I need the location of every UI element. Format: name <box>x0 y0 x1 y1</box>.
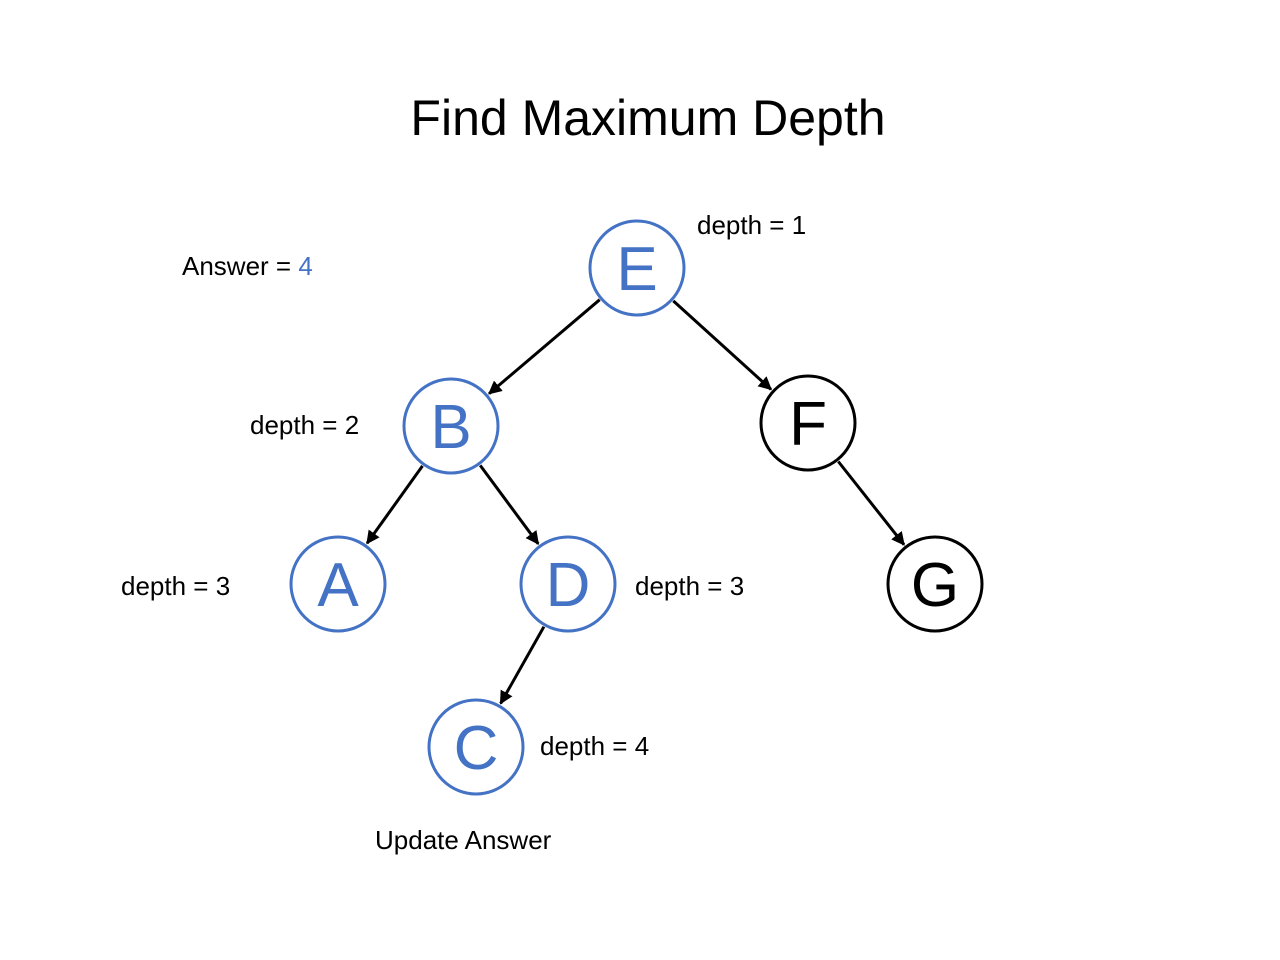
node-label: G <box>911 551 959 620</box>
node-label: E <box>616 235 657 304</box>
depth-label-c: depth = 4 <box>540 731 650 761</box>
depth-label-d: depth = 3 <box>635 571 745 601</box>
answer-label: Answer = 4 <box>182 251 313 281</box>
node-circle <box>519 535 617 633</box>
node-e: E <box>588 219 686 317</box>
node-d: D <box>519 535 617 633</box>
node-circle <box>886 535 984 633</box>
edge-d-c <box>499 625 546 705</box>
node-b: B <box>402 377 500 475</box>
node-circle <box>427 698 525 796</box>
nodes: E B F A D G C <box>289 219 984 796</box>
node-label: C <box>454 714 499 783</box>
node-circle <box>289 535 387 633</box>
edges <box>365 298 906 705</box>
node-c: C <box>427 698 525 796</box>
node-g: G <box>886 535 984 633</box>
depth-label-e: depth = 1 <box>697 210 807 240</box>
edge-f-g <box>837 460 906 546</box>
edge-e-b <box>488 298 601 395</box>
page-title: Find Maximum Depth <box>410 90 886 146</box>
answer-label-text: Answer = <box>182 251 299 281</box>
node-a: A <box>289 535 387 633</box>
node-label: B <box>430 393 471 462</box>
edge-e-f <box>672 299 773 391</box>
node-label: D <box>546 551 591 620</box>
edge-b-d <box>478 464 540 545</box>
update-answer-note: Update Answer <box>375 825 552 855</box>
edge-b-a <box>365 465 424 545</box>
node-circle <box>588 219 686 317</box>
depth-label-b: depth = 2 <box>250 410 360 440</box>
node-label: F <box>789 390 827 459</box>
node-circle <box>402 377 500 475</box>
node-label: A <box>317 551 359 620</box>
node-circle <box>759 374 857 472</box>
node-f: F <box>759 374 857 472</box>
depth-label-a: depth = 3 <box>121 571 231 601</box>
answer-value: 4 <box>298 251 313 281</box>
